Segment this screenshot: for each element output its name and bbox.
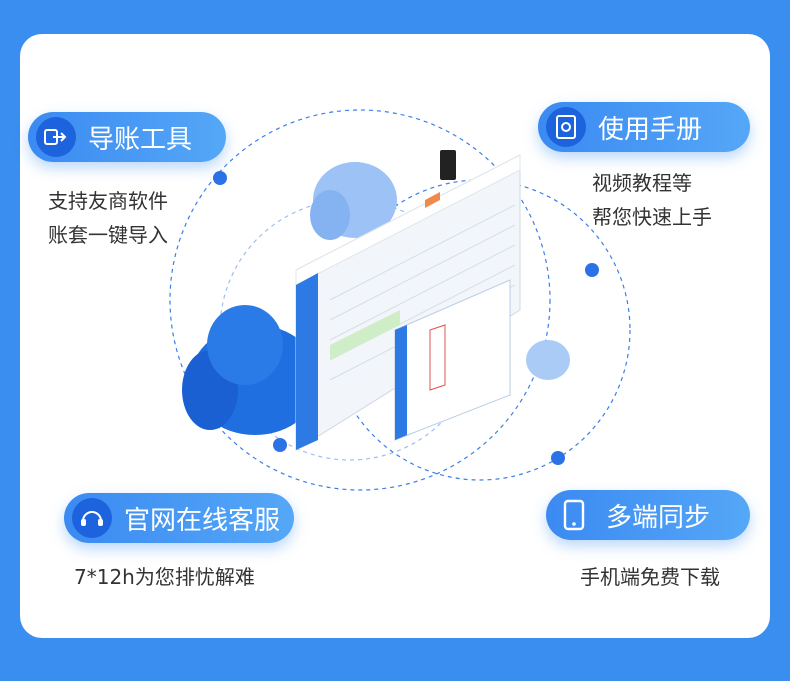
desc-line: 7*12h为您排忧解难 [74, 565, 255, 589]
desc-line: 帮您快速上手 [592, 205, 712, 229]
desc-line: 手机端免费下载 [580, 565, 720, 589]
software-window [295, 150, 521, 451]
service-pill[interactable]: 官网在线客服 [64, 493, 294, 543]
desc-line: 账套一键导入 [48, 223, 168, 247]
cloud-small-icon [526, 340, 570, 380]
cloud-back-icon [310, 162, 397, 240]
manual-icon [546, 107, 586, 147]
cloud-large-icon [182, 305, 320, 435]
sync-desc: 手机端免费下载 [580, 560, 720, 594]
desc-line: 视频教程等 [592, 171, 692, 195]
chat-icon [72, 498, 112, 538]
manual-desc: 视频教程等 帮您快速上手 [592, 166, 712, 234]
orbit-dot [551, 451, 565, 465]
manual-title: 使用手册 [598, 114, 703, 145]
sync-title: 多端同步 [606, 502, 711, 533]
import-tool-pill[interactable]: 导账工具 [28, 112, 226, 162]
service-desc: 7*12h为您排忧解难 [74, 560, 255, 594]
service-title: 官网在线客服 [124, 505, 281, 536]
orbit-dot [273, 438, 287, 452]
manual-pill[interactable]: 使用手册 [538, 102, 750, 152]
software-subwindow [394, 279, 511, 441]
phone-icon [554, 495, 594, 535]
orbit-dot [585, 263, 599, 277]
orbit-dot [213, 171, 227, 185]
desc-line: 支持友商软件 [48, 189, 168, 213]
sync-pill[interactable]: 多端同步 [546, 490, 750, 540]
import-tool-desc: 支持友商软件 账套一键导入 [48, 184, 168, 252]
import-tool-title: 导账工具 [88, 124, 193, 155]
import-icon [36, 117, 76, 157]
orbit-outer [169, 109, 551, 491]
